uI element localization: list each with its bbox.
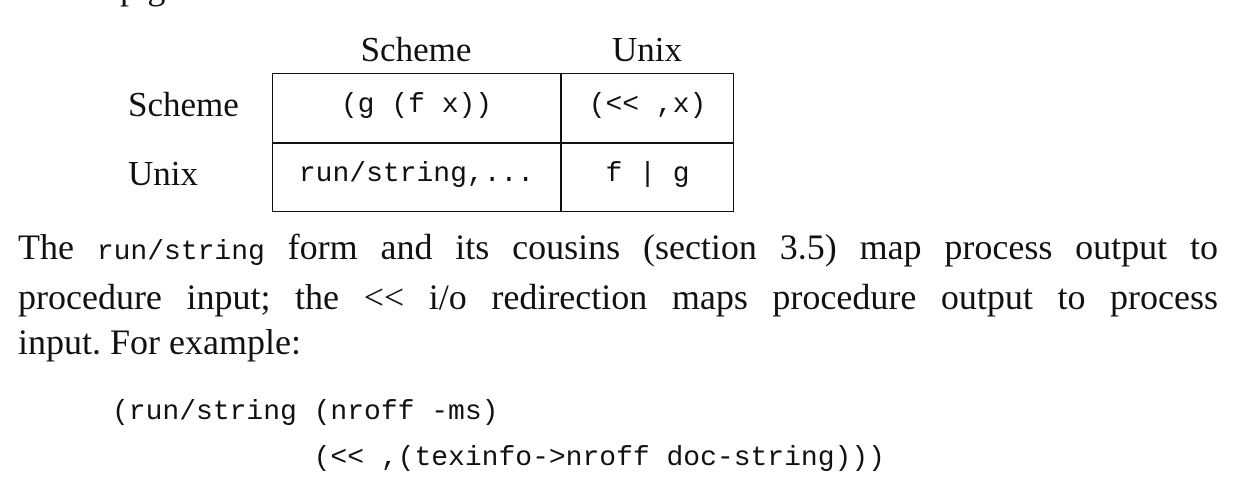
table-row-header-unix: Unix — [128, 154, 198, 193]
body-paragraph: The run/string form and its cousins (sec… — [18, 225, 1218, 365]
clipped-previous-line: p g — [120, 0, 166, 8]
paragraph-line-1-post: form and its cousins (section 3.5) map p… — [264, 227, 1219, 267]
code-line-2: (<< ,(texinfo->nroff doc-string))) — [112, 443, 885, 474]
table-row-header-scheme: Scheme — [128, 85, 239, 124]
table-cell-scheme-unix: (<< ,x) — [588, 90, 707, 121]
comparison-table — [272, 73, 734, 212]
table-horizontal-divider — [273, 142, 733, 144]
code-line-1: (run/string (nroff -ms) — [112, 397, 499, 428]
table-cell-scheme-scheme: (g (f x)) — [340, 90, 493, 121]
table-col-header-unix: Unix — [612, 30, 682, 69]
paragraph-line-1-pre: The — [18, 227, 97, 267]
table-cell-unix-unix: f | g — [605, 159, 690, 190]
table-cell-unix-scheme: run/string,... — [298, 159, 535, 190]
paragraph-line-1: The run/string form and its cousins (sec… — [18, 225, 1218, 275]
table-col-header-scheme: Scheme — [360, 30, 472, 69]
paragraph-line-3: input. For example: — [18, 322, 301, 362]
inline-code-run-string: run/string — [96, 237, 265, 268]
paragraph-line-2: procedure input; the << i/o redirection … — [18, 277, 1218, 317]
